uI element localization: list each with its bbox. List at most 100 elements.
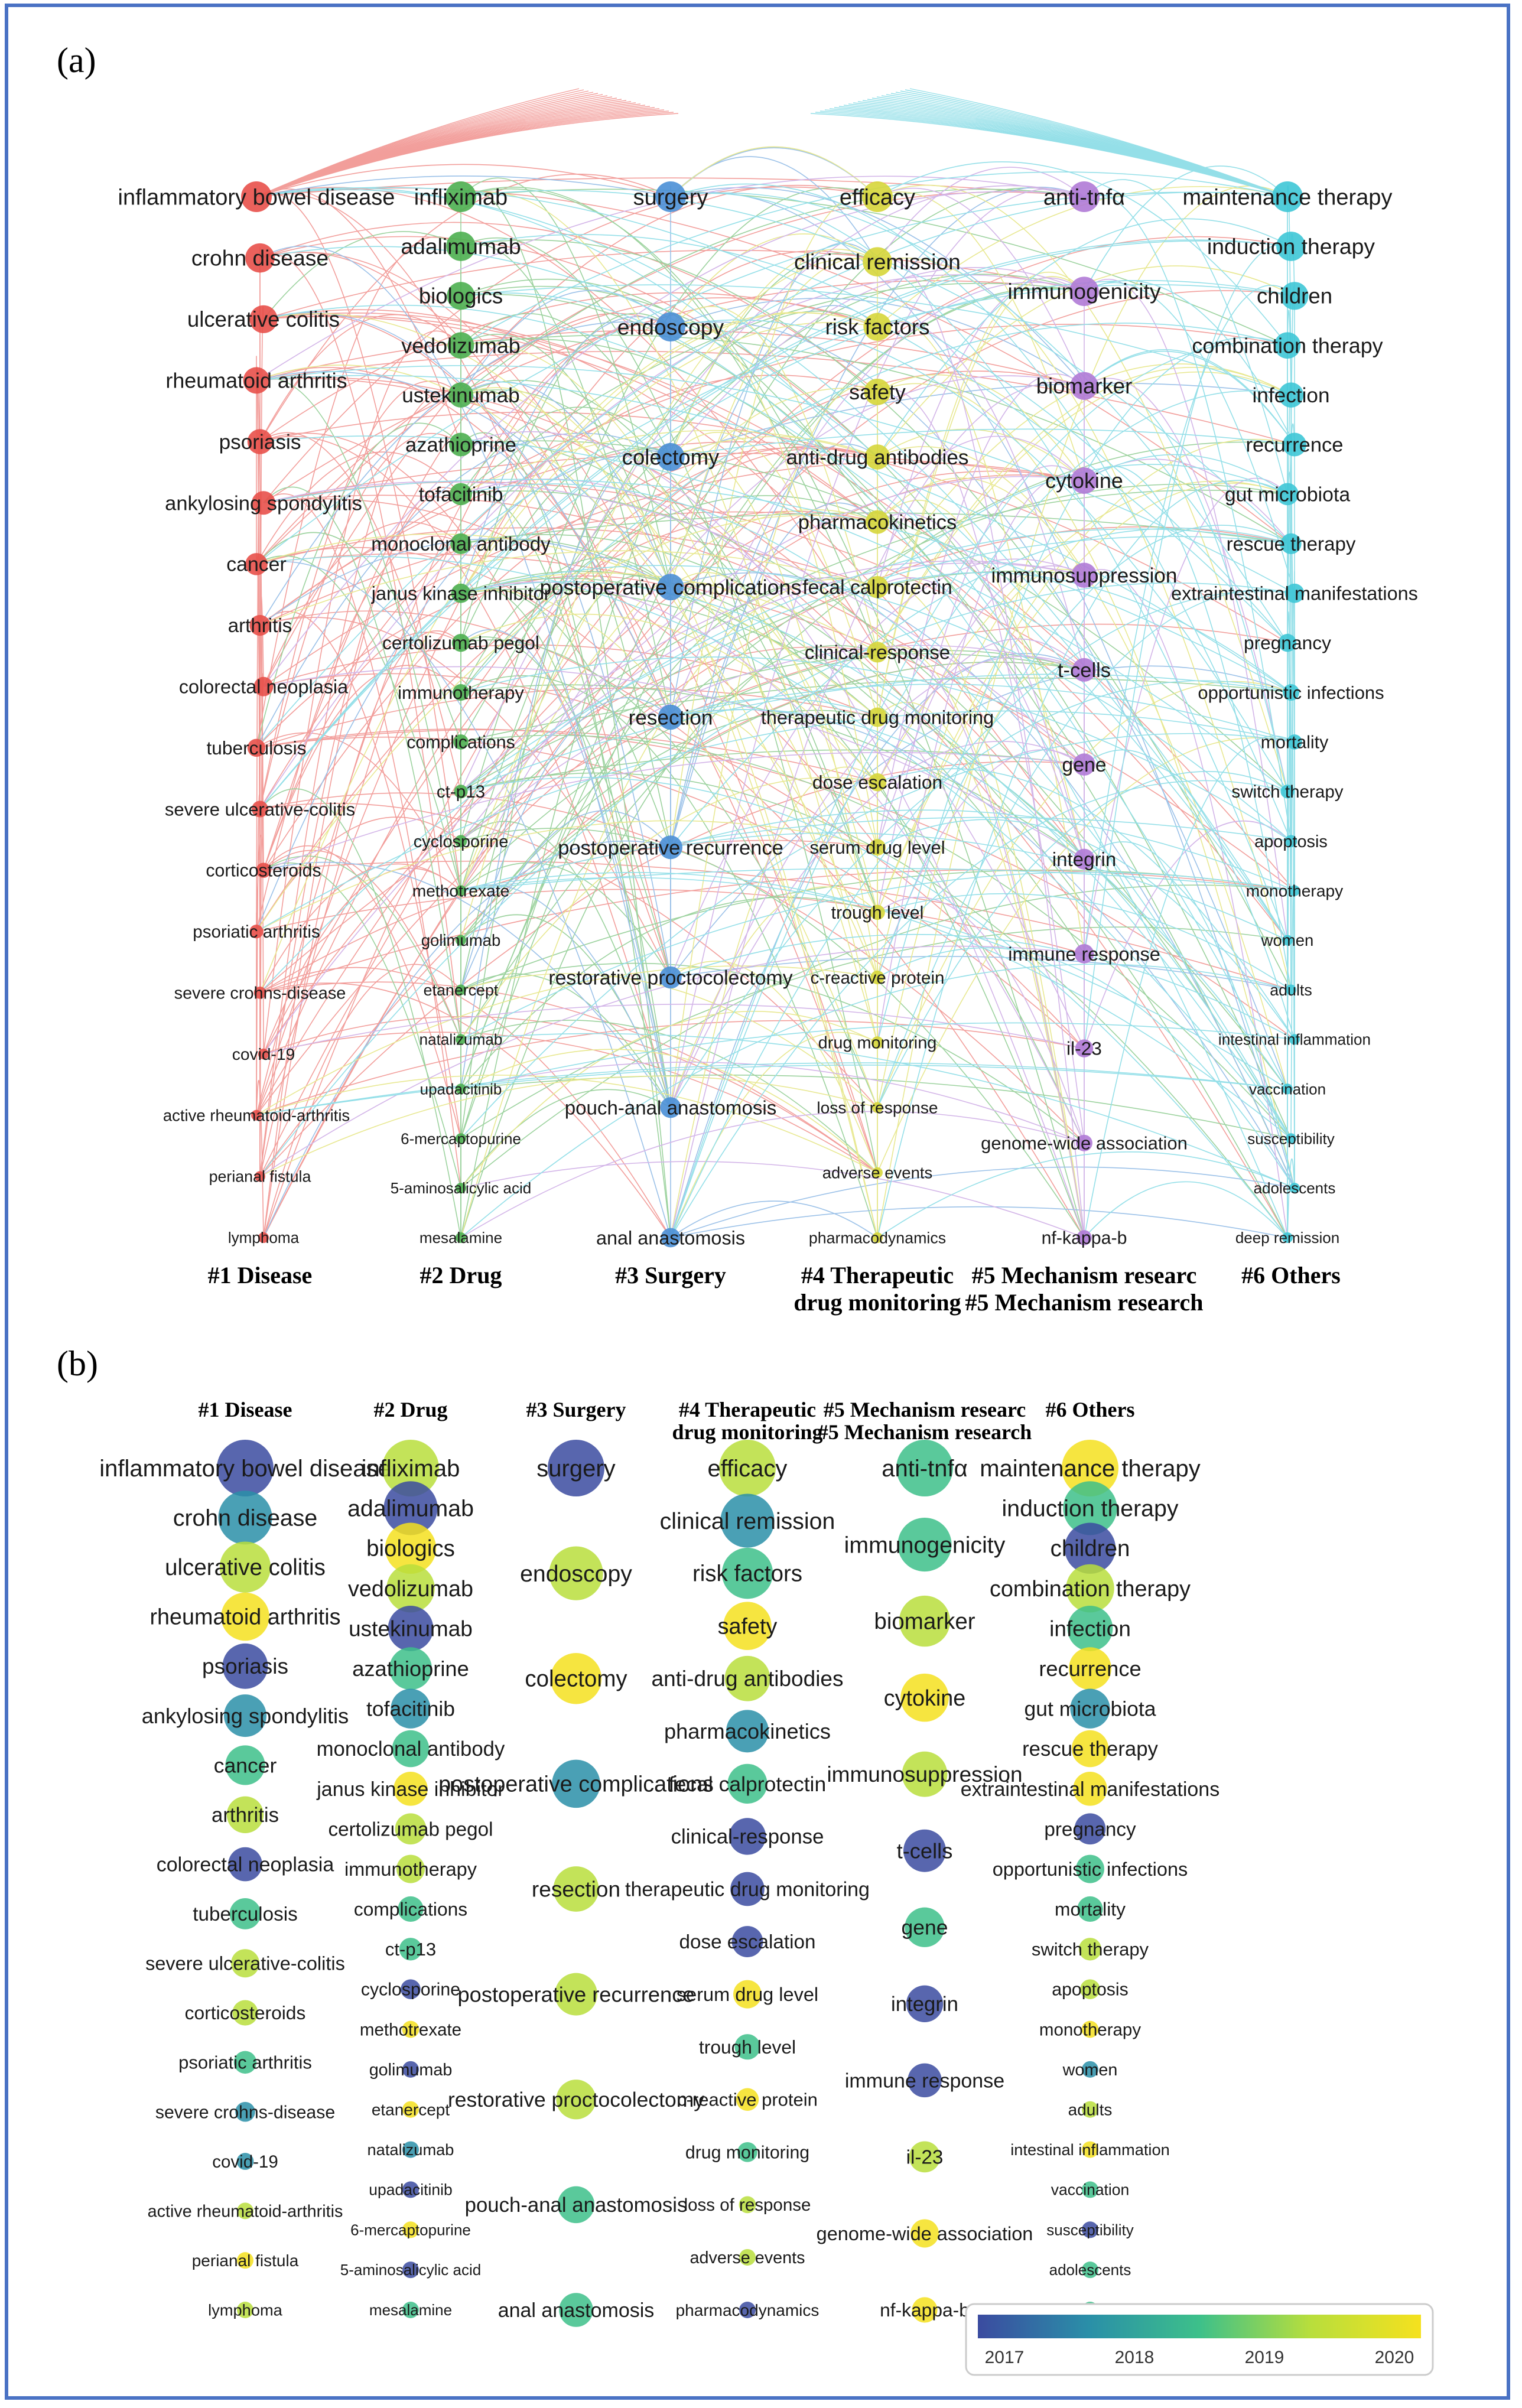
label-deep-remission: deep remission (1235, 1229, 1339, 1247)
overlay-node-adalimumab (383, 1481, 438, 1535)
node-ulcerative-colitis (249, 305, 278, 333)
overlay-node-infliximab (382, 1440, 439, 1496)
label-women: women (1261, 931, 1314, 949)
overlay-node-gene (905, 1907, 945, 1947)
overlay-label-il-23: il-23 (906, 2147, 944, 2169)
label-postoperative-complications: postoperative complications (540, 575, 802, 599)
node-etanercept (456, 984, 466, 995)
overlay-node-methotrexate (402, 2020, 419, 2038)
network-edge (263, 1016, 878, 1173)
network-edge (460, 334, 1292, 545)
network-edge (259, 380, 461, 809)
network-edge (460, 577, 878, 1089)
node-susceptibility (1286, 1133, 1296, 1144)
overlay-label-postoperative-recurrence: postoperative recurrence (458, 1982, 695, 2006)
overlay-label-immunosuppression: immunosuppression (827, 1762, 1022, 1787)
network-edge (259, 312, 878, 993)
label-surgery: surgery (633, 185, 708, 210)
overlay-node-fecal-calprotectin (727, 1763, 767, 1804)
overlay-node-apoptosis (1080, 1979, 1100, 1999)
network-edge (460, 871, 1295, 1040)
label-restorative-proctocolectomy: restorative proctocolectomy (548, 967, 792, 989)
overlay-node-opportunistic-infections (1076, 1854, 1104, 1883)
network-edge (460, 868, 1295, 891)
overlay-label-genome-wide-association: genome-wide association (817, 2223, 1033, 2244)
overlay-label-therapeutic-drug-monitoring: therapeutic drug monitoring (625, 1878, 870, 1901)
network-edge (1084, 820, 1292, 1049)
network-edge (460, 484, 1288, 941)
node-colectomy (656, 442, 685, 471)
cluster-title-a-4: #4 Therapeutic (801, 1262, 954, 1288)
network-edge (259, 240, 1292, 809)
overlay-label-resection: resection (532, 1877, 620, 1901)
cluster-title-a-4: drug monitoring (793, 1289, 961, 1316)
network-edge (460, 388, 878, 891)
overlay-label-upadacitinib: upadacitinib (369, 2181, 452, 2199)
overlay-node-certolizumab-pegol (395, 1813, 427, 1845)
overlay-node-nf-kappa-b (912, 2297, 938, 2323)
network-edge (263, 461, 1085, 687)
overlay-node-biologics (385, 1522, 437, 1574)
label-anti-drug-antibodies: anti-drug antibodies (786, 446, 968, 469)
network-edge (877, 187, 1085, 386)
network-edge (259, 490, 461, 1177)
overlay-label-ulcerative-colitis: ulcerative colitis (165, 1555, 326, 1580)
node-covid-19 (258, 1048, 269, 1060)
node-c-reactive-protein (870, 970, 884, 985)
node-apoptosis (1284, 835, 1297, 848)
cluster-title-b-4: #4 Therapeutic (679, 1398, 816, 1421)
node-pharmacodynamics (872, 1232, 883, 1243)
overlay-node-endoscopy (549, 1546, 603, 1600)
network-edge (853, 102, 1288, 197)
network-edge (256, 710, 1295, 932)
network-edge (460, 282, 1085, 495)
overlay-node-upadacitinib (402, 2181, 419, 2198)
overlay-node-gut-microbiota (1070, 1688, 1110, 1729)
network-edge (1287, 471, 1295, 742)
node-maintenance-therapy (1272, 181, 1303, 212)
label-genome-wide-association: genome-wide association (981, 1133, 1188, 1154)
network-edge (670, 428, 1295, 458)
label-intestinal-inflammation: intestinal inflammation (1218, 1031, 1371, 1049)
network-edge (256, 1075, 878, 1173)
network-edge (670, 665, 1292, 978)
node-upadacitinib (456, 1083, 466, 1095)
network-edge (256, 175, 671, 197)
overlay-label-recurrence: recurrence (1039, 1657, 1141, 1681)
network-edge (460, 653, 1085, 792)
network-edge (256, 510, 878, 932)
overlay-node-rescue-therapy (1071, 1730, 1109, 1768)
overlay-label-active-rheumatoid-arthritis: active rheumatoid-arthritis (148, 2202, 343, 2221)
node-ankylosing-spondylitis (252, 491, 275, 515)
node-pregnancy (1278, 633, 1297, 652)
label-infection: infection (1252, 384, 1329, 407)
overlay-node-arthritis (226, 1796, 264, 1833)
label-janus-kinase-inhibitor: janus kinase inhibitor (371, 583, 551, 604)
overlay-node-induction-therapy (1063, 1481, 1117, 1535)
node-monoclonal-antibody (450, 533, 471, 554)
overlay-label-severe-crohns-disease: severe crohns-disease (155, 2103, 335, 2122)
node-intestinal-inflammation (1289, 1034, 1300, 1045)
cluster-title-a-5: #5 Mechanism research (965, 1289, 1204, 1316)
network-edge (810, 113, 1288, 197)
label-inflammatory-bowel-disease: inflammatory bowel disease (118, 185, 395, 210)
node-endoscopy (656, 312, 685, 342)
network-edge (460, 323, 1288, 693)
overlay-node-pouch-anal-anastomosis (557, 2186, 595, 2224)
overlay-node-tofacitinib (391, 1688, 431, 1729)
cluster-title-b-1: #1 Disease (199, 1398, 292, 1421)
overlay-node-trough-level (734, 2034, 760, 2060)
overlay-node-anti-tnf (896, 1440, 953, 1496)
network-edge (670, 809, 1295, 891)
cluster-title-a-5: #5 Mechanism researc (972, 1262, 1197, 1288)
node-methotrexate (455, 885, 467, 896)
overlay-label-gut-microbiota: gut microbiota (1025, 1697, 1156, 1721)
overlay-label-biologics: biologics (366, 1536, 455, 1561)
network-edge (259, 239, 1292, 809)
node-biomarker (1070, 372, 1098, 400)
network-edge (877, 277, 1085, 587)
year-colorbar (965, 2303, 1434, 2376)
overlay-label-lymphoma: lymphoma (208, 2301, 283, 2319)
network-edge (1084, 382, 1288, 792)
label-monoclonal-antibody: monoclonal antibody (371, 533, 551, 555)
